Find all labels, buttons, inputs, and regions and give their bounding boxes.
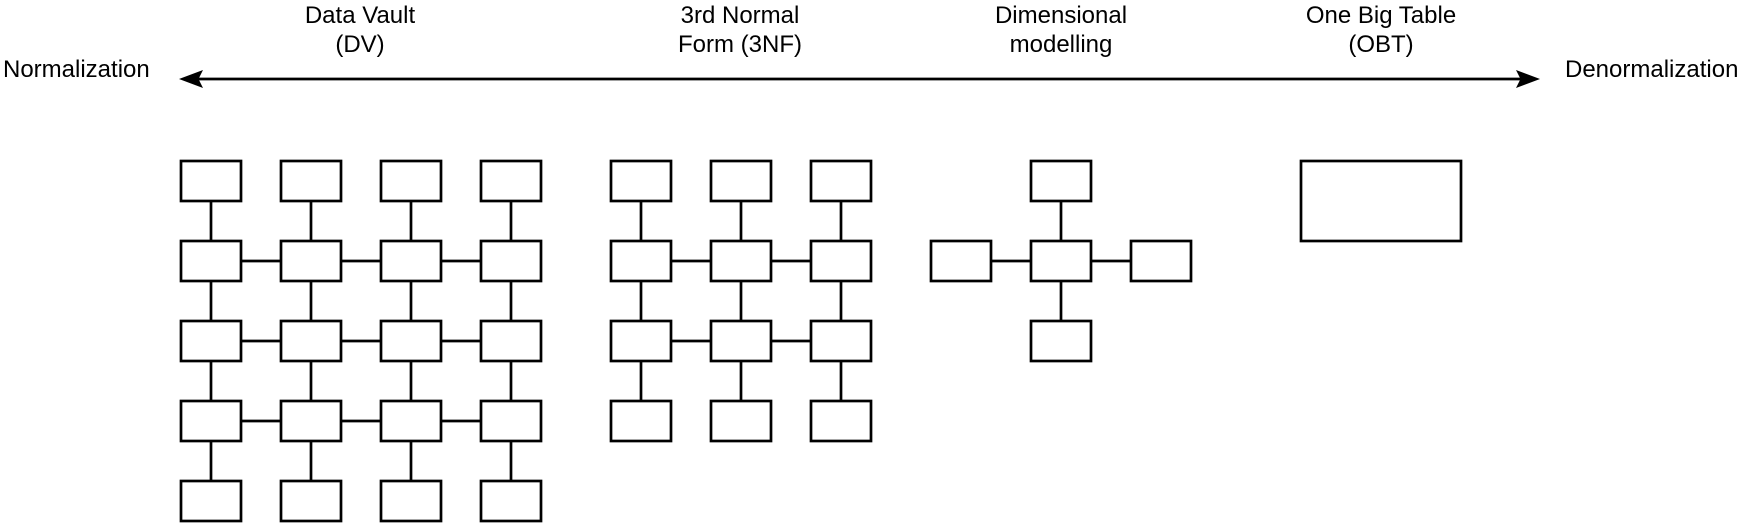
third-normal-form-box (709, 239, 773, 283)
third-normal-form-box (809, 239, 873, 283)
data-vault-box (379, 319, 443, 363)
third-normal-form-box (709, 399, 773, 443)
third-normal-form-box (809, 399, 873, 443)
data-vault-box (279, 319, 343, 363)
data-vault-box (179, 399, 243, 443)
data-vault-box (479, 159, 543, 203)
dimensional-modelling-fact-box (1029, 239, 1093, 283)
data-vault-box (279, 159, 343, 203)
third-normal-form-box (609, 399, 673, 443)
one-big-table-label: One Big Table (OBT) (1305, 2, 1457, 58)
normalization-label: Normalization (3, 56, 150, 83)
data-vault-box (279, 239, 343, 283)
data-vault-box (379, 239, 443, 283)
data-vault-box (179, 239, 243, 283)
third-normal-form-box (809, 159, 873, 203)
data-vault-label: Data Vault (DV) (304, 2, 416, 58)
data-vault-box (379, 399, 443, 443)
data-vault-box (479, 319, 543, 363)
spectrum-arrow-head-right (1516, 70, 1540, 88)
dimensional-modelling-box (1029, 319, 1093, 363)
dimensional-modelling-box (929, 239, 993, 283)
dimensional-modelling-box (1029, 159, 1093, 203)
one-big-table-box (1299, 159, 1463, 243)
third-normal-form-box (609, 239, 673, 283)
data-vault-box (479, 239, 543, 283)
third-normal-form-box (709, 159, 773, 203)
data-vault-box (279, 399, 343, 443)
third-normal-form-box (709, 319, 773, 363)
data-vault-box (179, 479, 243, 523)
third-normal-form-label: 3rd Normal Form (3NF) (678, 2, 802, 58)
data-vault-box (479, 399, 543, 443)
third-normal-form-box (609, 159, 673, 203)
denormalization-label: Denormalization (1565, 56, 1739, 83)
third-normal-form-box (609, 319, 673, 363)
dimensional-modelling-box (1129, 239, 1193, 283)
dimensional-modelling-label: Dimensional modelling (994, 2, 1128, 58)
data-vault-box (379, 159, 443, 203)
data-vault-box (179, 159, 243, 203)
data-vault-box (179, 319, 243, 363)
spectrum-arrow-head-left (179, 70, 203, 88)
data-vault-box (379, 479, 443, 523)
data-vault-box (279, 479, 343, 523)
third-normal-form-box (809, 319, 873, 363)
data-vault-box (479, 479, 543, 523)
